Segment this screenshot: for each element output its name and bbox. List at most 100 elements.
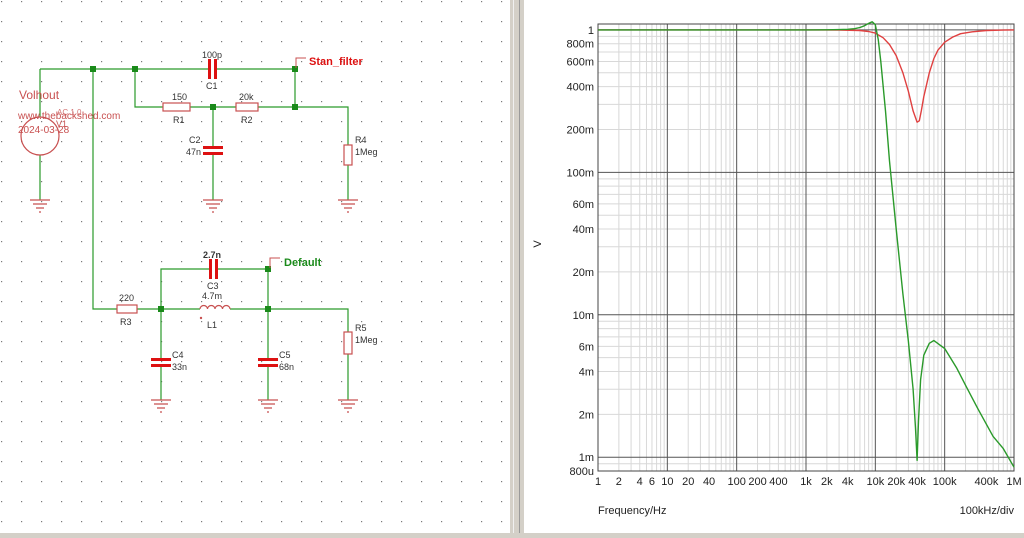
x-tick-label: 2 (616, 476, 622, 488)
net-flag-icon (269, 257, 280, 268)
resistor-r4[interactable]: R4 1Meg (343, 135, 378, 166)
x-tick-label: 20k (887, 476, 905, 488)
capacitor-plate (203, 146, 223, 149)
y-tick-label: 6m (579, 341, 594, 353)
ac-source-icon (20, 116, 60, 156)
schematic-canvas[interactable]: Volhout www.thebackshed.com AC 1 0 V1 20… (0, 0, 510, 533)
x-tick-label: 1M (1006, 476, 1021, 488)
net-label-stan-filter[interactable]: Stan_filter (295, 56, 364, 68)
x-tick-label: 40 (703, 476, 715, 488)
junction (292, 66, 298, 72)
y-axis-label: V (532, 240, 544, 248)
series-line-0 (598, 29, 1015, 123)
resistor-r2[interactable]: 20k R2 (235, 92, 259, 125)
pane-splitter[interactable] (510, 0, 524, 533)
capacitor-plate (258, 358, 278, 361)
r2-value: 20k (239, 92, 254, 102)
y-tick-label: 2m (579, 409, 594, 421)
ground-icon (30, 199, 50, 213)
wire-default (92, 69, 349, 400)
resistor-body (343, 144, 353, 166)
capacitor-c3[interactable]: 2.7n C3 (202, 250, 226, 291)
junction (90, 66, 96, 72)
inductor-coil-icon (199, 304, 231, 310)
y-tick-label: 4m (579, 366, 594, 378)
ground-icon (151, 399, 171, 413)
grounds (30, 199, 358, 413)
capacitor-plate (215, 259, 218, 279)
y-tick-label: 600m (566, 56, 594, 68)
x-tick-label: 100k (933, 476, 957, 488)
source-v1[interactable]: Volhout www.thebackshed.com AC 1 0 V1 20… (17, 88, 120, 156)
l1-ref: L1 (207, 320, 217, 330)
r4-ref: R4 (355, 135, 367, 145)
capacitor-plate (208, 59, 211, 79)
c2-ref: C2 (189, 135, 201, 145)
x-tick-label: 100 (727, 476, 745, 488)
net-label-default[interactable]: Default (269, 257, 322, 269)
bode-plot[interactable]: 1800m600m400m200m100m60m40m20m10m6m4m2m1… (524, 0, 1024, 533)
r3-ref: R3 (120, 317, 132, 327)
r4-value: 1Meg (355, 147, 378, 157)
capacitor-plate (203, 152, 223, 155)
c3-ref: C3 (207, 281, 219, 291)
c5-ref: C5 (279, 350, 291, 360)
y-tick-label: 1m (579, 452, 594, 464)
junctions (90, 66, 298, 312)
plot-frame (597, 23, 1015, 472)
capacitor-plate (151, 358, 171, 361)
x-tick-label: 20 (682, 476, 694, 488)
capacitor-c5[interactable]: C5 68n (258, 350, 294, 372)
y-tick-label: 40m (573, 224, 594, 236)
x-tick-label: 4 (637, 476, 643, 488)
y-tick-label: 60m (573, 199, 594, 211)
r2-ref: R2 (241, 115, 253, 125)
resistor-body (162, 102, 191, 112)
source-title: Volhout (19, 88, 60, 102)
stan-filter-label: Stan_filter (309, 56, 364, 68)
ground-icon (338, 399, 358, 413)
capacitor-c1[interactable]: 100p C1 (200, 50, 224, 91)
x-division-note: 100kHz/div (960, 505, 1015, 517)
ground-icon (203, 199, 223, 213)
c1-value: 100p (202, 50, 222, 60)
y-tick-label: 10m (573, 310, 594, 322)
ground-icon (258, 399, 278, 413)
x-tick-label: 40k (908, 476, 926, 488)
c3-value: 2.7n (203, 250, 221, 260)
r3-value: 220 (119, 293, 134, 303)
c2-value: 47n (186, 147, 201, 157)
ground-icon (338, 199, 358, 213)
c5-value: 68n (279, 362, 294, 372)
x-tick-label: 6 (649, 476, 655, 488)
wires (39, 68, 349, 400)
schematic-grid (0, 0, 510, 533)
y-tick-labels: 1800m600m400m200m100m60m40m20m10m6m4m2m1… (566, 25, 594, 478)
y-tick-label: 20m (573, 267, 594, 279)
resistor-body (343, 331, 353, 355)
resistor-body (235, 102, 259, 112)
x-tick-label: 10 (661, 476, 673, 488)
resistor-r1[interactable]: 150 R1 (162, 92, 191, 125)
capacitor-c4[interactable]: C4 33n (151, 350, 187, 372)
resistor-r3[interactable]: 220 R3 (116, 293, 138, 327)
schematic-pane[interactable]: Volhout www.thebackshed.com AC 1 0 V1 20… (0, 0, 510, 533)
capacitor-c2[interactable]: C2 47n (186, 135, 223, 162)
source-date: 2024-03-28 (18, 125, 70, 136)
y-tick-label: 200m (566, 124, 594, 136)
y-tick-label: 800u (570, 466, 594, 478)
capacitor-plate (209, 259, 212, 279)
x-tick-label: 400k (974, 476, 998, 488)
net-flag-icon (295, 57, 306, 68)
c4-ref: C4 (172, 350, 184, 360)
junction (292, 104, 298, 110)
junction (210, 104, 216, 110)
y-tick-label: 100m (566, 167, 594, 179)
resistor-r5[interactable]: R5 1Meg (343, 323, 378, 355)
resistor-body (116, 304, 138, 314)
inductor-l1[interactable]: 4.7m L1 (199, 291, 231, 330)
plot-series (598, 21, 1015, 468)
x-tick-label: 2k (821, 476, 833, 488)
